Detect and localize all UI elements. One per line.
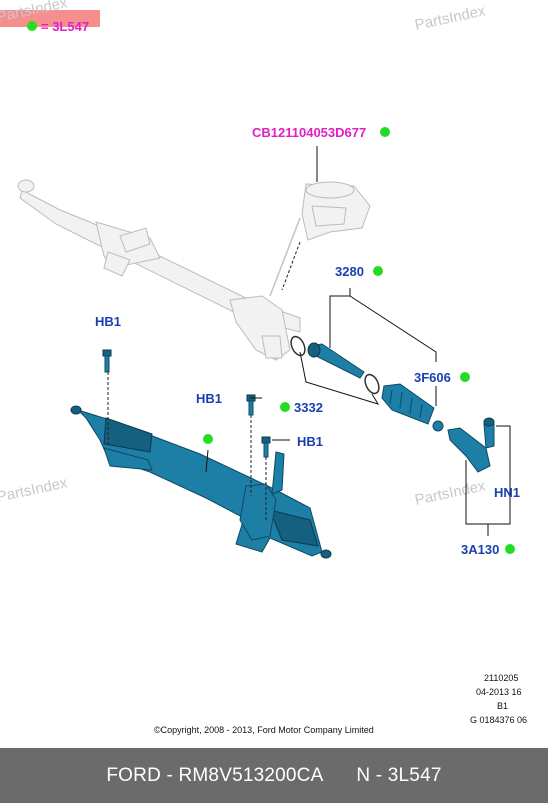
callout-3a130-dot <box>505 544 515 554</box>
legend-dot <box>27 21 37 31</box>
callout-hb1-c: HB1 <box>297 434 323 449</box>
inner-tie-rod <box>307 342 365 379</box>
callout-3f606: 3F606 <box>414 370 451 385</box>
callout-3280-dot <box>373 266 383 276</box>
callout-3280: 3280 <box>335 264 364 279</box>
callout-3f606-dot <box>460 372 470 382</box>
info-line-3: B1 <box>497 701 508 711</box>
footer-brand-part: FORD - RM8V513200CA <box>106 764 324 786</box>
callout-rack-dot <box>203 434 213 444</box>
info-line-4: G 0184376 06 <box>470 715 527 725</box>
callout-3332: 3332 <box>294 400 323 415</box>
info-line-1: 2110205 <box>484 673 518 683</box>
steering-rack-assembly <box>70 405 332 559</box>
bolt-hb1-c <box>261 436 271 458</box>
callout-3332-dot <box>280 402 290 412</box>
bolt-hb1-a <box>102 349 112 373</box>
tie-rod-end <box>447 417 495 473</box>
legend-key: = 3L547 <box>41 19 89 34</box>
lock-nut <box>432 420 444 432</box>
clip-ring-right <box>364 373 380 395</box>
legend-band <box>0 10 100 27</box>
info-line-2: 04-2013 16 <box>476 687 522 697</box>
watermark-mid-left: PartsIndex <box>0 474 69 506</box>
watermark-mid-right: PartsIndex <box>413 477 487 509</box>
footer-bar: FORD - RM8V513200CA N - 3L547 <box>0 748 548 803</box>
callout-hb1-b: HB1 <box>196 391 222 406</box>
callout-cb-code: CB121104053D677 <box>252 125 366 140</box>
callout-hn1: HN1 <box>494 485 520 500</box>
boot-kit <box>381 383 435 425</box>
callout-hb1-a: HB1 <box>95 314 121 329</box>
callout-3a130: 3A130 <box>461 542 499 557</box>
watermark-top-right: PartsIndex <box>413 2 487 34</box>
clip-ring-left <box>290 335 306 357</box>
copyright: ©Copyright, 2008 - 2013, Ford Motor Comp… <box>154 725 374 735</box>
ghost-steering-rack <box>17 179 301 361</box>
parts-diagram: = 3L547 PartsIndex PartsIndex PartsIndex… <box>0 0 527 735</box>
callout-cb-dot <box>380 127 390 137</box>
footer-ref: N - 3L547 <box>356 764 442 786</box>
footer-spacer <box>323 765 356 787</box>
ghost-cover-part <box>301 181 371 241</box>
